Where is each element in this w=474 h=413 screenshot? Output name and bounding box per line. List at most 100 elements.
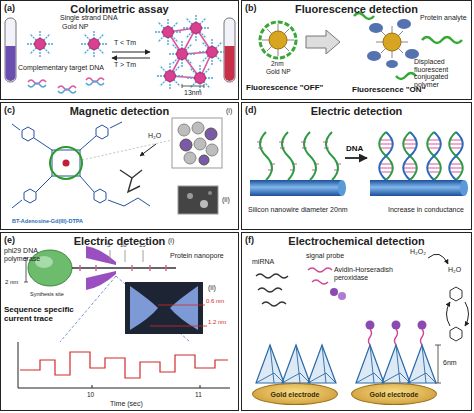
ring-shape [450, 327, 462, 341]
process-arrow [306, 30, 340, 54]
current-trace [20, 352, 228, 378]
protein-analyte [367, 51, 381, 61]
state-label: Fluorescence "OFF" [246, 84, 323, 93]
single-strand-probe [323, 132, 341, 180]
atom-sphere [178, 124, 190, 136]
hrp-enzyme [392, 321, 401, 330]
protein-analyte [369, 23, 383, 33]
dna-helix [403, 132, 417, 180]
electrode-shape: Gold electrode [351, 383, 437, 405]
condition-label: T > Tm [114, 61, 136, 69]
reaction-arrow [447, 302, 451, 326]
part-label: Single strand DNA [60, 14, 118, 22]
dimension-label: 2nm [271, 60, 284, 67]
process-arrow [112, 57, 150, 58]
dna-strand [72, 267, 176, 269]
dna-tetrahedron [382, 345, 410, 383]
electrode-label: Gold electrode [369, 391, 418, 398]
protein-analyte [386, 60, 398, 68]
gold-nanoparticle [156, 62, 184, 90]
atom-sphere [194, 138, 206, 150]
silicon-nanowire [370, 180, 464, 196]
dna-helix [449, 132, 463, 180]
panel-letter: (d) [245, 105, 257, 115]
ring-shape [22, 127, 34, 141]
hrp-enzyme [338, 292, 346, 300]
dna-helix [379, 132, 393, 180]
molecule-label: H₂O₂ [410, 248, 426, 256]
atom-sphere [205, 128, 217, 140]
process-arrow [345, 157, 367, 159]
dimension-line [435, 345, 441, 383]
inset-number: (ii) [208, 284, 216, 292]
particle-speck [208, 191, 212, 195]
dimension-line [150, 305, 207, 326]
part-label: Synthesis site [30, 291, 64, 297]
panel-title: Electrochemical detection [242, 235, 471, 247]
gadolinium-ion [63, 160, 70, 167]
dimension-label: 1.2 nm [208, 319, 226, 326]
hrp-enzyme [366, 321, 375, 330]
plot-title: Sequence specific current trace [4, 306, 74, 324]
micrograph-inset [178, 186, 218, 214]
panel-title: Electric detection [242, 105, 471, 117]
axis-tick-label: 10 [87, 391, 94, 398]
colorimetric-art [5, 14, 235, 93]
position-tick [110, 250, 143, 262]
part-label: Gold NP [62, 23, 88, 31]
mirna-strand [256, 274, 288, 306]
molecule-label: H₂O [148, 132, 161, 140]
particle-speck [187, 193, 193, 199]
reaction-arrow [465, 302, 469, 326]
signal-probe [308, 268, 332, 284]
part-label: Protein analyte [420, 14, 467, 22]
stick-molecule [120, 170, 142, 192]
nanowire-end [460, 180, 468, 196]
chelate-ring [50, 147, 82, 179]
nanowire-end [338, 180, 346, 196]
process-arrow [112, 51, 150, 52]
nanowire-art [250, 132, 468, 196]
hrp-enzyme [330, 288, 338, 296]
magnetic-art [12, 118, 222, 214]
part-label: Displaced fluorescent conjugated polymer [414, 58, 470, 89]
gold-nanoparticle [26, 30, 54, 58]
silicon-nanowire [250, 180, 342, 196]
figure-panel: (f)Electrochemical detectionGold electro… [241, 232, 472, 411]
part-label: miRNA [252, 258, 274, 266]
ligand [262, 24, 294, 56]
single-strand-probe [301, 132, 319, 180]
panel-title: Fluorescence detection [242, 3, 471, 15]
panel-letter: (c) [4, 105, 15, 115]
gold-nanoparticle [168, 40, 196, 68]
tube-liquid [6, 46, 16, 81]
condition-label: T < Tm [114, 39, 136, 47]
panel-letter: (e) [4, 235, 15, 245]
molecule-label: H₂O [448, 266, 461, 274]
panel-title: Electric detection [1, 235, 238, 247]
tube-liquid [225, 46, 235, 81]
dna-helix [427, 132, 441, 180]
figure-panel: (c)Magnetic detection [0, 102, 239, 230]
ring-shape [450, 287, 462, 301]
panel-title: Magnetic detection [1, 105, 238, 117]
conjugated-polymer [260, 22, 296, 58]
protein-nanopore [86, 246, 116, 265]
part-label: Silicon nanowire diameter 20nm [248, 206, 348, 214]
ring-shape [96, 125, 108, 139]
part-label: phi29 DNA polymerase [4, 247, 50, 262]
panel-letter: (b) [245, 3, 257, 13]
dimension-label: 2 nm [5, 279, 18, 286]
pore-wall [170, 286, 198, 330]
particle-speck [200, 200, 208, 208]
panel-letter: (a) [4, 3, 15, 13]
atom-sphere [184, 152, 196, 164]
part-label: Protein nanopore [170, 252, 228, 260]
dna-tetrahedron [356, 345, 384, 383]
atom-sphere [199, 155, 209, 165]
gold-nanoparticle [186, 64, 214, 92]
molecular-bond [12, 122, 150, 208]
electrochemical-art [256, 254, 469, 383]
axis-title: Time (sec) [110, 400, 143, 408]
bound-probe [369, 329, 424, 345]
